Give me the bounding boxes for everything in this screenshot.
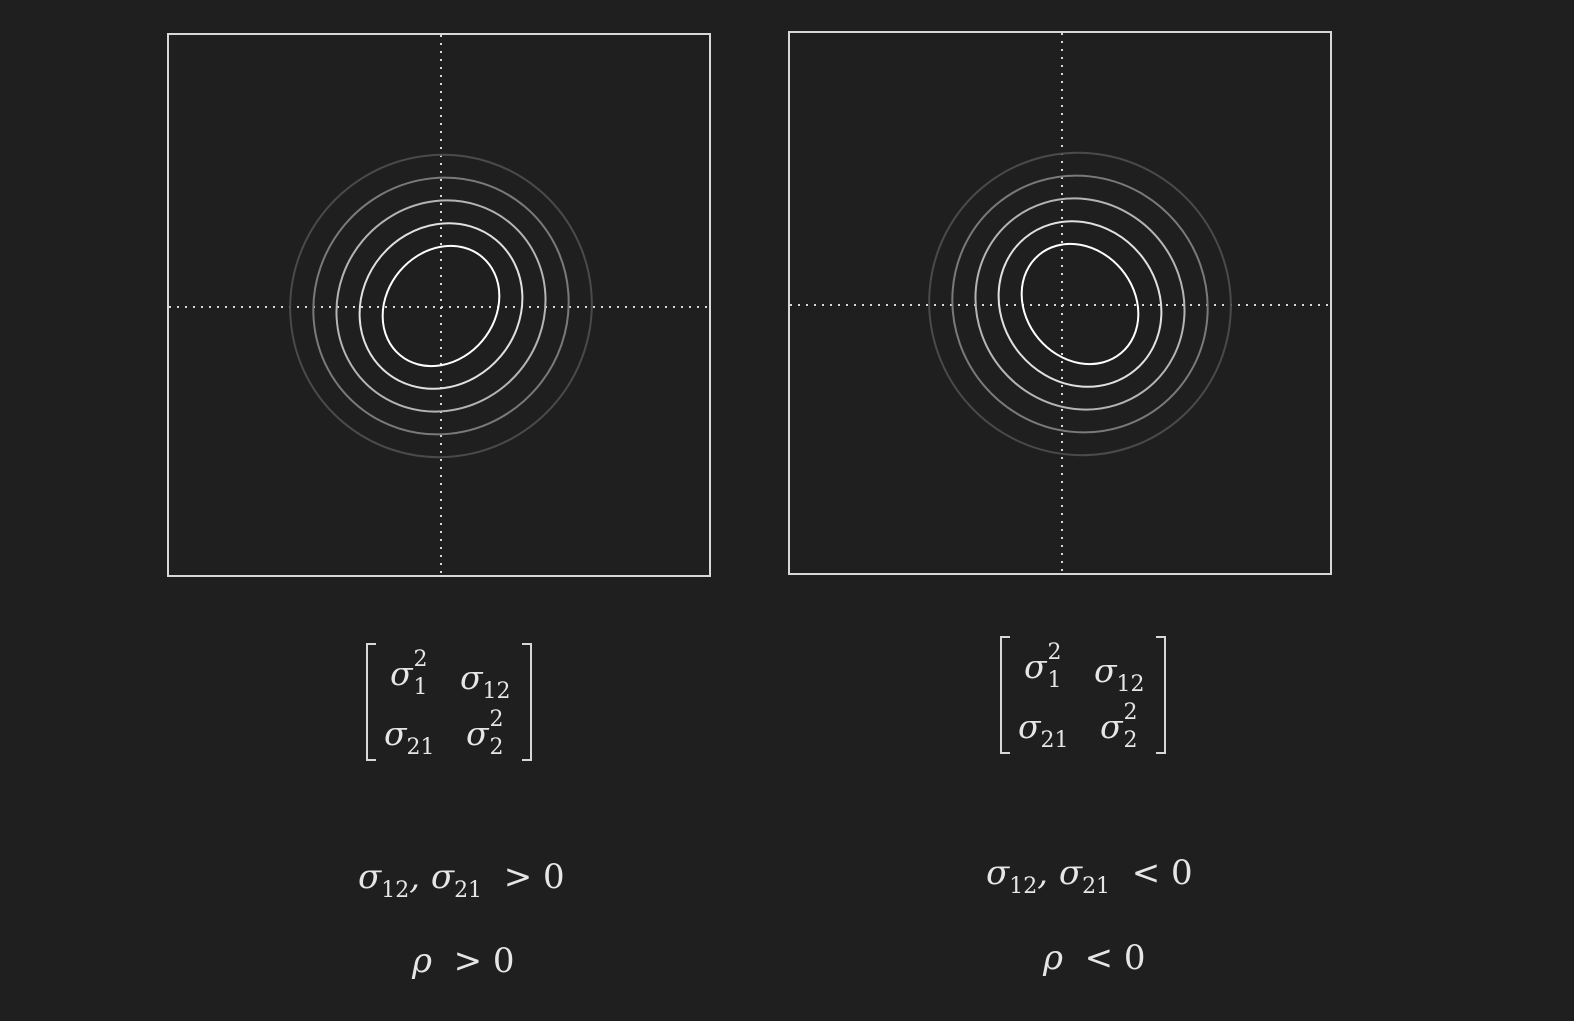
matrix-entry-21: σ21	[1018, 707, 1069, 753]
matrix-entry-12: σ12	[460, 658, 511, 704]
contour-ellipse	[381, 244, 501, 368]
contour-ellipse	[358, 222, 524, 390]
contour-svg-positive	[169, 35, 709, 575]
contour-ellipse	[335, 199, 547, 413]
right-bracket	[522, 643, 532, 761]
right-bracket	[1156, 636, 1166, 754]
contour-ellipse	[928, 151, 1232, 457]
contour-ellipse	[974, 197, 1186, 411]
contour-ellipse	[1020, 242, 1140, 366]
left-bracket	[1000, 636, 1010, 754]
correlation-condition-left: ρ > 0	[412, 941, 515, 981]
contour-ellipse	[997, 220, 1163, 388]
contour-ellipse	[312, 176, 570, 436]
contour-ellipse	[951, 174, 1209, 434]
contour-group-negative	[928, 151, 1232, 457]
contour-svg-negative	[790, 33, 1330, 573]
covariance-condition-right: σ12, σ21 < 0	[986, 853, 1193, 899]
contour-plot-positive	[167, 33, 711, 577]
matrix-entry-12: σ12	[1094, 651, 1145, 697]
contour-ellipse	[289, 153, 593, 459]
correlation-condition-right: ρ < 0	[1043, 938, 1146, 978]
contour-plot-negative	[788, 31, 1332, 575]
matrix-entry-21: σ21	[384, 714, 435, 760]
contour-group-positive	[289, 153, 593, 459]
left-bracket	[366, 643, 376, 761]
covariance-condition-left: σ12, σ21 > 0	[358, 857, 565, 903]
